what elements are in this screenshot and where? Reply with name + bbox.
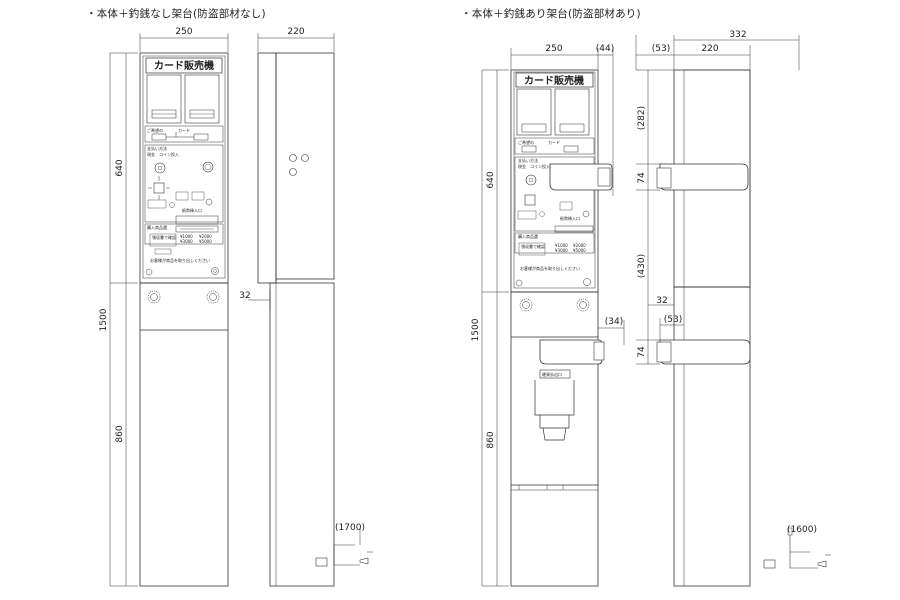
right-overall-depth-label: 332 bbox=[729, 30, 746, 40]
right-machine-front: カード販売機 ご希望の カード 支払い方法 現金 コイン投入 紙幣挿入口 購入商… bbox=[510, 69, 614, 293]
left-machine-sign: カード販売機 bbox=[154, 59, 214, 72]
right-side-offset-label: 32 bbox=[656, 296, 667, 306]
left-step3-label: 購入商品選 bbox=[147, 224, 167, 230]
right-price-4: ¥5000 bbox=[573, 248, 586, 253]
left-note-label: 領収書で確認 bbox=[152, 234, 176, 240]
left-depth-label: 220 bbox=[287, 27, 304, 37]
right-side-view: (282) 74 (430) 74 32 (53) (1600) bbox=[636, 69, 831, 587]
right-upper-height-label: 640 bbox=[486, 171, 496, 188]
left-price-2: ¥2000 bbox=[199, 234, 212, 239]
left-card-label: カード bbox=[178, 128, 190, 133]
right-width-label: 250 bbox=[545, 44, 562, 54]
left-side-offset-label: 32 bbox=[239, 291, 250, 301]
right-step2-label: 支払い方法 bbox=[518, 157, 538, 163]
right-width-extra-label: (44) bbox=[596, 44, 614, 54]
right-price-3: ¥3000 bbox=[555, 248, 568, 253]
left-step1-label: ご希望の bbox=[147, 127, 163, 133]
right-handle-height-1-label: 74 bbox=[637, 172, 647, 184]
right-cable-label: (1600) bbox=[787, 525, 817, 535]
right-price-2: ¥2000 bbox=[573, 243, 586, 248]
right-bill-insert-label: 紙幣挿入口 bbox=[560, 215, 580, 221]
right-lower-extra-label: (53) bbox=[664, 315, 682, 325]
right-machine-sign: カード販売機 bbox=[524, 74, 584, 87]
right-card-label: カード bbox=[548, 140, 560, 145]
right-side-depth-label: 220 bbox=[701, 44, 718, 54]
left-price-3: ¥3000 bbox=[180, 239, 193, 244]
right-front-lower-extra-label: (34) bbox=[605, 317, 623, 327]
right-total-height-label: 1500 bbox=[471, 318, 481, 341]
left-lower-height-label: 860 bbox=[115, 425, 125, 442]
right-stand-front: 硬貨払出口 (34) bbox=[510, 291, 625, 587]
left-drawing: 250 220 640 1500 860 カード販売機 bbox=[99, 27, 373, 587]
right-handle-height-2-label: 74 bbox=[637, 346, 647, 358]
left-total-height-label: 1500 bbox=[99, 308, 109, 331]
left-price-4: ¥5000 bbox=[199, 239, 212, 244]
left-depth-dimension: 220 bbox=[257, 27, 335, 52]
left-width-label: 250 bbox=[175, 27, 192, 37]
left-machine-front: カード販売機 ご希望の カード 支払い方法 現金 コイン投入 bbox=[139, 52, 229, 284]
right-width-dimension: 250 (44) bbox=[510, 44, 614, 158]
right-bottom-note: お客様が商品を取り出しください bbox=[520, 265, 580, 271]
left-price-1: ¥1000 bbox=[180, 234, 193, 239]
left-step2-label: 支払い方法 bbox=[147, 145, 167, 151]
right-middle-gap-label: (430) bbox=[637, 254, 647, 278]
left-height-dimensions: 640 1500 860 bbox=[99, 52, 138, 587]
left-stand-front bbox=[139, 282, 229, 587]
right-top-extra-label: (53) bbox=[652, 44, 670, 54]
left-coin-label: 現金 コイン投入 bbox=[147, 151, 179, 157]
left-side-view: 32 (1700) bbox=[239, 52, 373, 587]
right-coin-label: 現金 コイン投入 bbox=[518, 163, 550, 169]
right-step3-label: 購入商品選 bbox=[518, 233, 538, 239]
left-upper-height-label: 640 bbox=[115, 159, 125, 176]
right-step1-label: ご希望の bbox=[518, 139, 534, 145]
left-cable-label: (1700) bbox=[335, 523, 365, 533]
right-drawing-heading: ・本体＋釣銭あり架台(防盗部材あり) bbox=[461, 8, 641, 20]
left-drawing-heading: ・本体＋釣銭なし架台(防盗部材なし) bbox=[86, 8, 266, 20]
right-drawing: 250 (44) 332 (53) 220 640 1500 860 bbox=[471, 30, 831, 587]
coin-return-label: 硬貨払出口 bbox=[542, 371, 562, 377]
right-price-1: ¥1000 bbox=[555, 243, 568, 248]
right-upper-gap-label: (282) bbox=[637, 106, 647, 130]
right-lower-height-label: 860 bbox=[486, 431, 496, 448]
right-depth-dimension: 332 (53) 220 bbox=[635, 30, 800, 70]
left-bill-insert-label: 紙幣挿入口 bbox=[182, 207, 202, 213]
left-width-dimension: 250 bbox=[139, 27, 229, 52]
right-height-dimensions: 640 1500 860 bbox=[471, 69, 509, 587]
right-note-label: 領収書で確認 bbox=[521, 243, 545, 249]
left-bottom-note: お客様が商品を取り出しください bbox=[150, 257, 210, 263]
